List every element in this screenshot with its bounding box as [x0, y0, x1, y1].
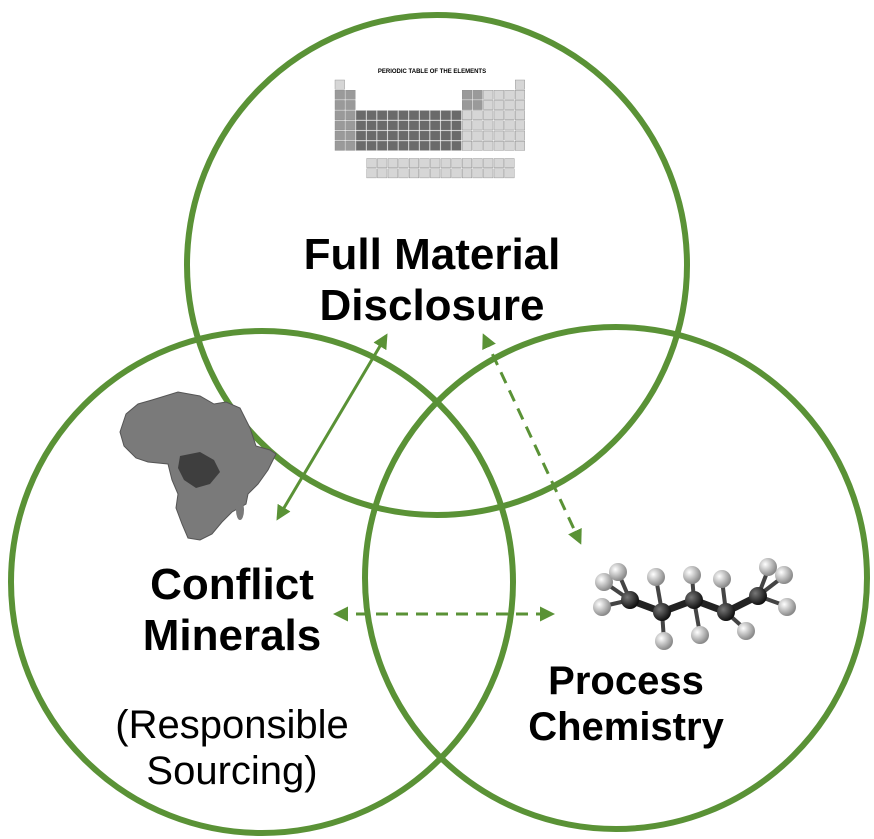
left-subtitle-line2: Sourcing): [146, 749, 318, 793]
top-title-line1: Full Material: [303, 230, 561, 279]
right-title-line2: Chemistry: [528, 705, 724, 749]
full-material-disclosure-label: Full Material Disclosure: [262, 230, 602, 331]
periodic-table-title: PERIODIC TABLE OF THE ELEMENTS: [378, 69, 486, 75]
right-title-line1: Process: [548, 659, 704, 703]
top-title-line2: Disclosure: [319, 280, 545, 330]
process-chemistry-label: Process Chemistry: [486, 658, 766, 750]
top-circle: [184, 12, 690, 518]
responsible-sourcing-label: (Responsible Sourcing): [72, 702, 392, 794]
left-circle: [8, 328, 516, 836]
molecule-icon: [593, 558, 796, 650]
periodic-table-icon: PERIODIC TABLE OF THE ELEMENTS: [334, 69, 526, 179]
right-circle: [362, 324, 870, 832]
left-subtitle-line1: (Responsible: [115, 703, 349, 747]
left-title-line1: Conflict: [150, 560, 314, 609]
connector-disclosure-conflict: [276, 333, 388, 521]
conflict-minerals-label: Conflict Minerals: [92, 560, 372, 661]
left-title-line2: Minerals: [142, 610, 322, 660]
africa-map-icon: [119, 391, 277, 541]
connector-disclosure-chemistry: [482, 333, 582, 545]
